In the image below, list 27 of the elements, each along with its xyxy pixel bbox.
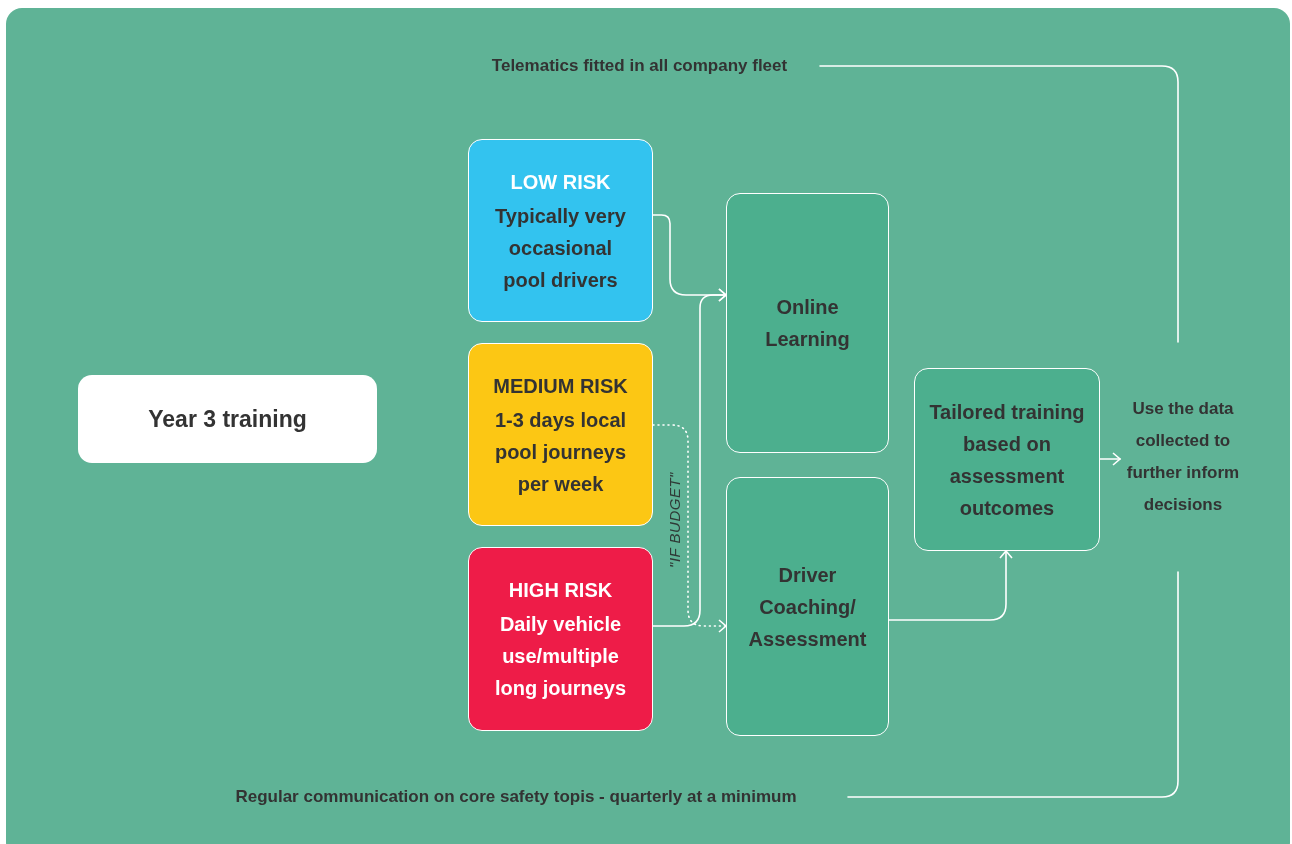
connector-line <box>847 571 1179 798</box>
connector-line <box>819 65 1179 343</box>
title-box <box>78 375 377 463</box>
edge-label: "IF BUDGET" <box>665 472 683 568</box>
arrow <box>1099 452 1121 466</box>
box-text: Online Learning <box>764 295 851 352</box>
dotted-arrow <box>652 424 727 633</box>
box-text: 1-3 days local pool journeys per week <box>493 407 628 497</box>
risk-box <box>468 139 653 322</box>
risk-heading: LOW RISK <box>509 169 612 195</box>
process-box <box>726 477 889 736</box>
box-text: Tailored training based on assessment outcomes <box>928 399 1086 521</box>
box-text: Daily vehicle use/multiple long journeys <box>493 612 628 701</box>
risk-heading: MEDIUM RISK <box>492 373 629 399</box>
risk-heading: HIGH RISK <box>507 578 614 603</box>
process-box <box>914 368 1100 551</box>
note-text: Regular communication on core safety topis - quarterly at a minimum <box>235 786 797 808</box>
box-text: Typically very occasional pool drivers <box>494 203 627 293</box>
process-box <box>726 193 889 453</box>
arrow <box>888 550 1013 621</box>
box-text: Year 3 training <box>148 405 307 434</box>
note-text: Use the data collected to further inform decisions <box>1125 398 1241 516</box>
arrow <box>652 288 727 627</box>
risk-box <box>468 547 653 731</box>
box-text: Driver Coaching/ Assessment <box>747 562 868 652</box>
risk-box <box>468 343 653 526</box>
note-text: Telematics fitted in all company fleet <box>491 55 788 77</box>
